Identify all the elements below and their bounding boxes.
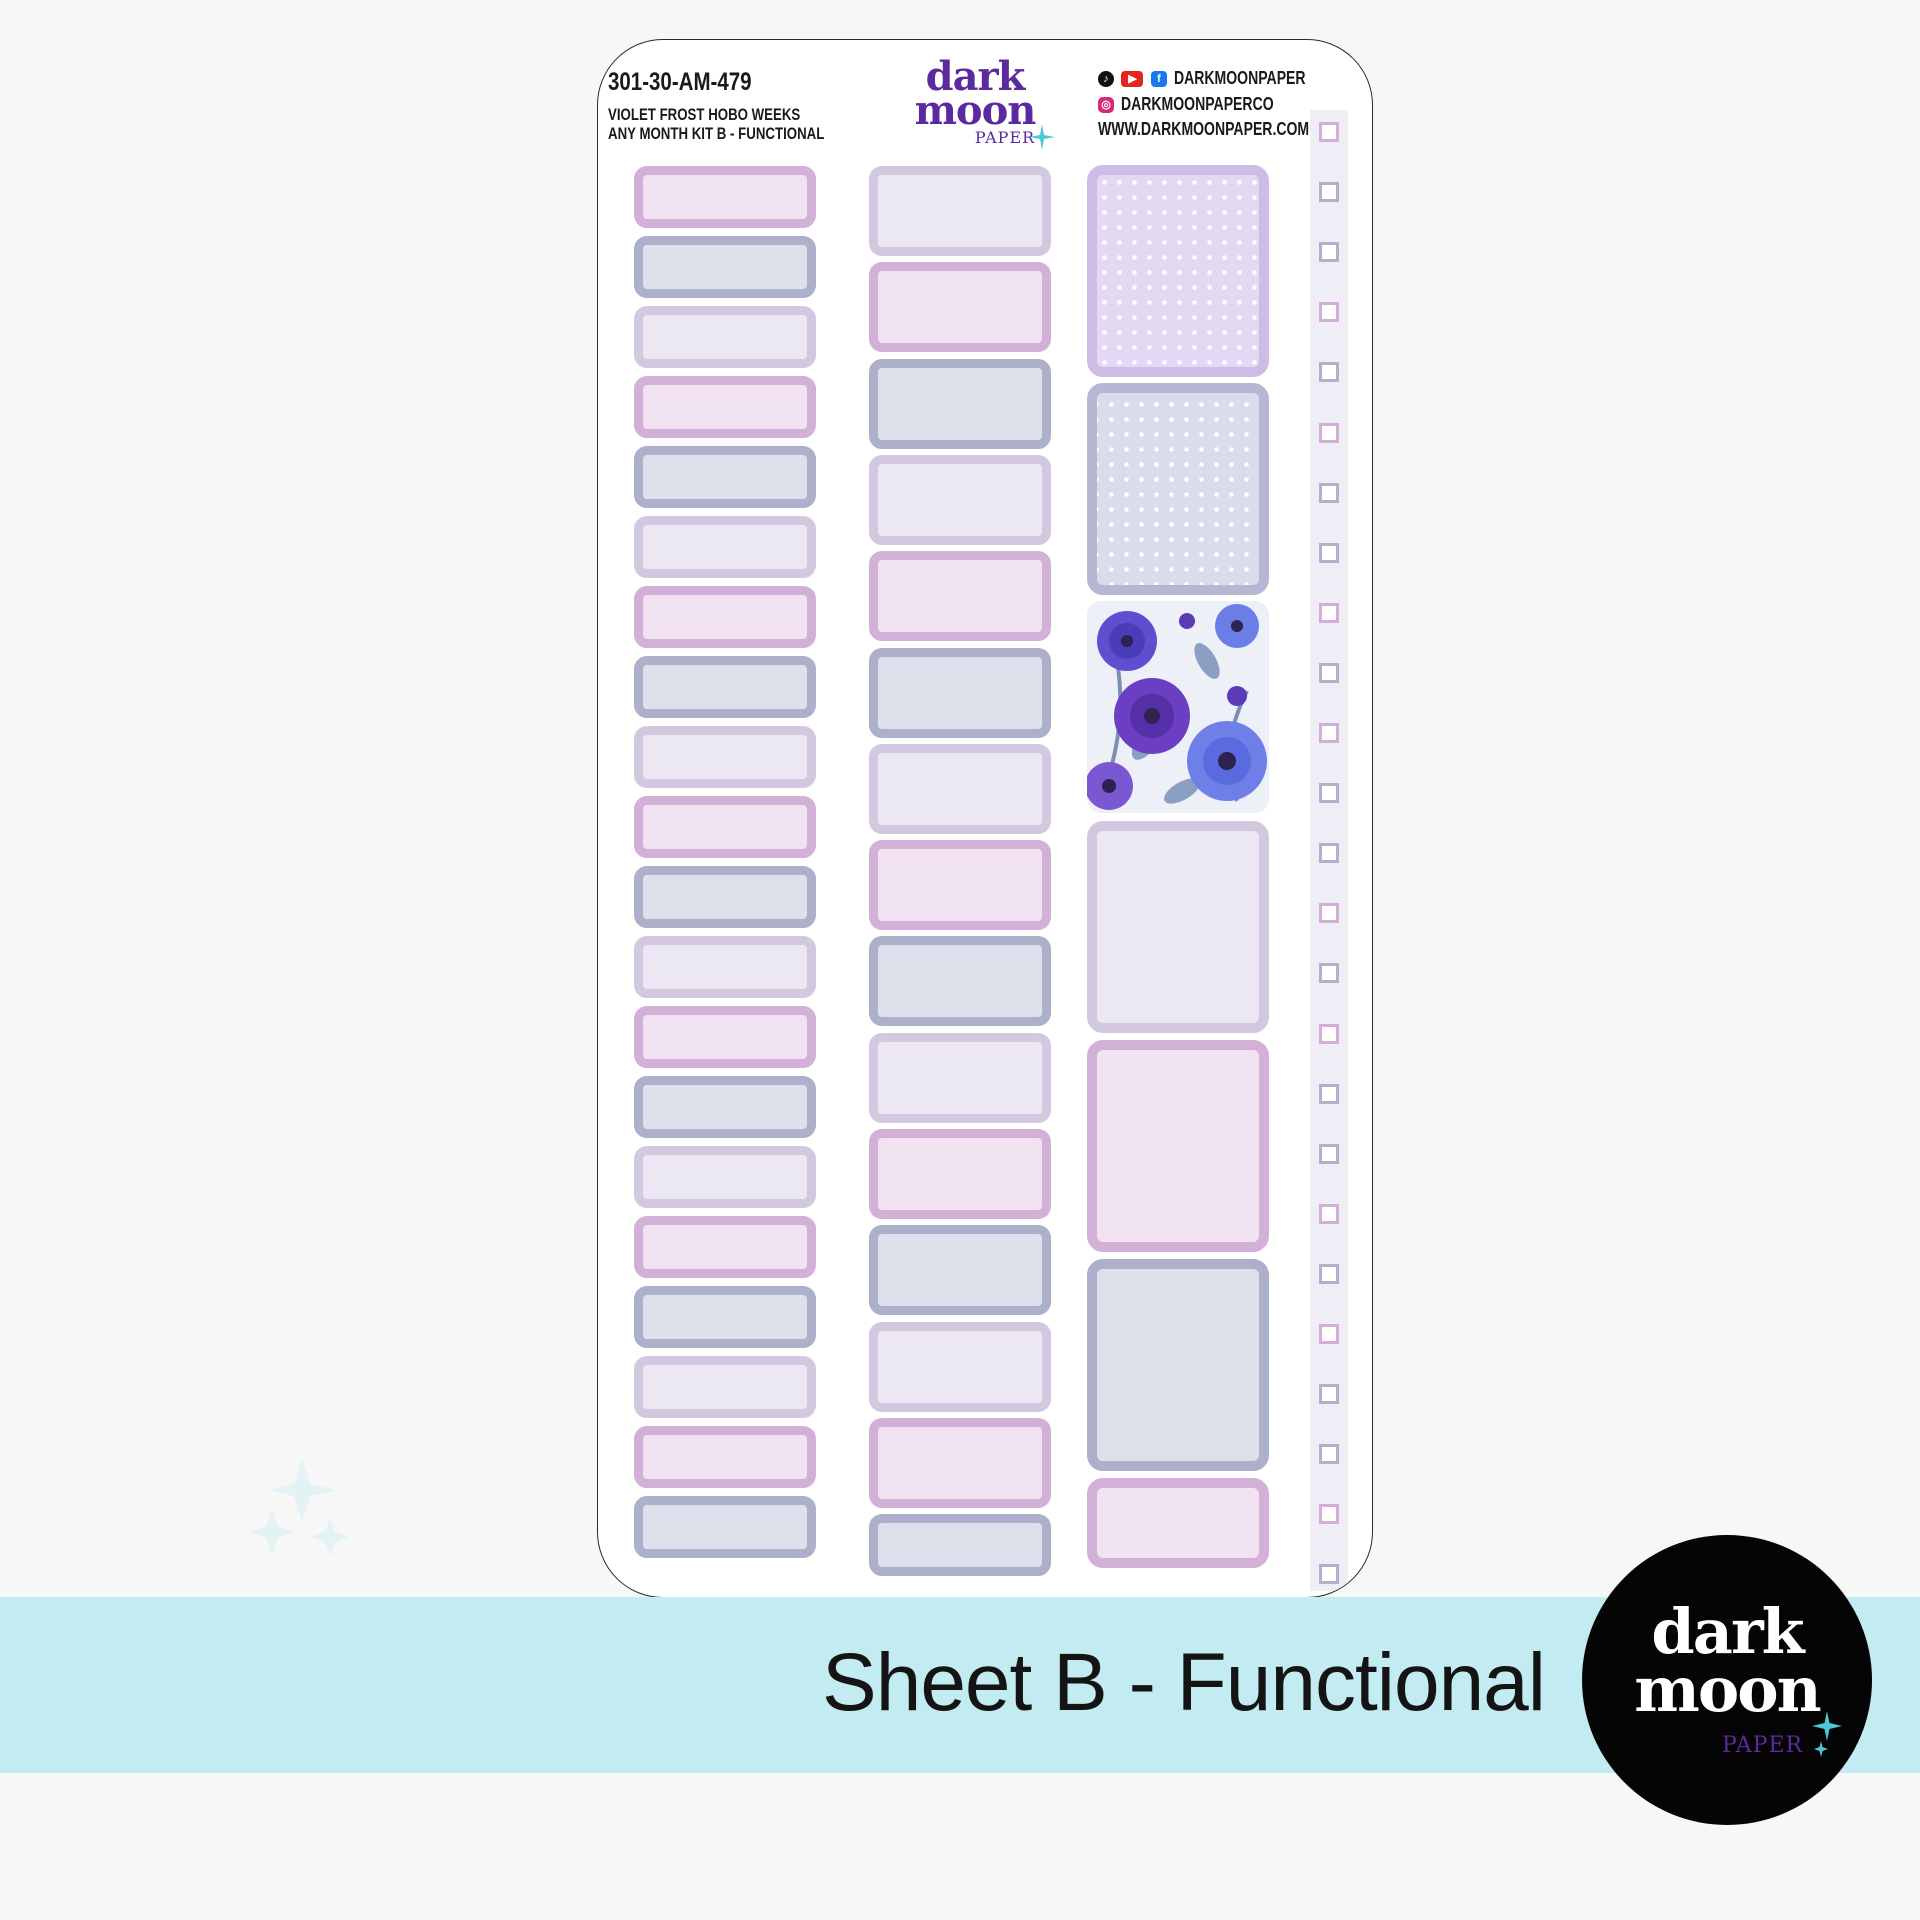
checkbox-icon	[1319, 1083, 1339, 1104]
social-handle: DARKMOONPAPER	[1174, 68, 1306, 88]
checkbox-icon	[1319, 1564, 1339, 1585]
checkbox-icon	[1319, 783, 1339, 804]
label-sticker	[869, 743, 1051, 834]
checkbox-icon	[1319, 302, 1339, 323]
checkbox-icon	[1319, 662, 1339, 683]
label-sticker	[869, 1129, 1051, 1219]
social-row-website: WWW.DARKMOONPAPER.COM	[1098, 119, 1369, 140]
checkbox-icon	[1319, 1143, 1339, 1164]
label-sticker	[634, 936, 816, 998]
sheet-title: VIOLET FROST HOBO WEEKS	[608, 105, 801, 124]
box-sticker	[1087, 1259, 1269, 1471]
checkbox-strip	[1310, 110, 1348, 1591]
sparkle-icon	[1812, 1711, 1842, 1757]
floral-sticker	[1087, 601, 1269, 813]
label-sticker	[634, 516, 816, 578]
sheet-name: Sheet B - Functional	[822, 1637, 1546, 1728]
checkbox-icon	[1319, 602, 1339, 623]
label-sticker	[634, 1496, 816, 1558]
label-sticker	[634, 1356, 816, 1418]
label-sticker	[869, 840, 1051, 931]
checkbox-icon	[1319, 1444, 1339, 1465]
flower-pattern	[1087, 601, 1269, 813]
checkbox-icon	[1319, 182, 1339, 203]
sparkle-icon	[1029, 124, 1055, 150]
label-sticker	[869, 1417, 1051, 1508]
checkbox-icon	[1319, 542, 1339, 563]
label-sticker	[634, 1216, 816, 1278]
label-sticker	[634, 1286, 816, 1348]
sheet-subtitle: ANY MONTH KIT B - FUNCTIONAL	[608, 124, 825, 143]
checkbox-icon	[1319, 482, 1339, 503]
label-sticker	[634, 166, 816, 228]
checkbox-icon	[1319, 1384, 1339, 1405]
checkbox-icon	[1319, 1203, 1339, 1224]
dotted-sticker	[1087, 383, 1269, 595]
box-sticker	[1087, 1040, 1269, 1252]
checkbox-icon	[1319, 843, 1339, 864]
label-sticker	[869, 1225, 1051, 1316]
label-sticker	[869, 262, 1051, 353]
instagram-handle: DARKMOONPAPERCO	[1121, 94, 1275, 114]
label-sticker	[634, 376, 816, 438]
badge-word-moon: moon	[1634, 1653, 1821, 1726]
label-sticker	[634, 306, 816, 368]
label-sticker	[634, 1006, 816, 1068]
sparkle-icon	[250, 1458, 349, 1556]
badge-word-dark: dark	[1651, 1595, 1804, 1668]
checkbox-icon	[1319, 903, 1339, 924]
logo-word-dark: dark	[925, 53, 1026, 100]
label-sticker	[869, 647, 1051, 738]
label-sticker	[634, 236, 816, 298]
label-sticker	[634, 866, 816, 928]
label-sticker	[634, 446, 816, 508]
instagram-icon: ◎	[1098, 96, 1114, 113]
label-sticker	[869, 358, 1051, 449]
label-sticker	[869, 1514, 1051, 1577]
facebook-icon: f	[1150, 70, 1167, 87]
checkbox-icon	[1319, 422, 1339, 443]
label-sticker	[634, 586, 816, 648]
label-sticker	[634, 726, 816, 788]
checkbox-icon	[1319, 122, 1339, 142]
social-row-handles: ♪ ▶ f DARKMOONPAPER	[1098, 68, 1343, 89]
dotted-sticker	[1087, 165, 1269, 377]
sheet-code: 301-30-AM-479	[608, 68, 752, 96]
badge-word-paper: PAPER	[1722, 1733, 1804, 1758]
label-sticker	[869, 1321, 1051, 1412]
label-sticker	[634, 656, 816, 718]
label-sticker	[869, 166, 1051, 256]
youtube-icon: ▶	[1121, 70, 1144, 87]
brand-logo: dark moon PAPER	[895, 53, 1055, 170]
label-sticker	[869, 551, 1051, 642]
sticker-sheet: 301-30-AM-479 VIOLET FROST HOBO WEEKS AN…	[597, 39, 1373, 1598]
checkbox-icon	[1319, 242, 1339, 263]
website-url: WWW.DARKMOONPAPER.COM	[1098, 119, 1310, 139]
label-sticker	[869, 936, 1051, 1027]
box-sticker	[1087, 821, 1269, 1033]
checkbox-icon	[1319, 963, 1339, 984]
checkbox-icon	[1319, 1324, 1339, 1344]
label-sticker	[869, 1032, 1051, 1123]
social-row-instagram: ◎ DARKMOONPAPERCO	[1098, 94, 1317, 115]
label-sticker	[634, 1076, 816, 1138]
box-sticker	[1087, 1478, 1269, 1568]
label-sticker	[634, 1146, 816, 1208]
checkbox-icon	[1319, 723, 1339, 743]
label-sticker	[869, 454, 1051, 545]
checkbox-icon	[1319, 1263, 1339, 1284]
checkbox-icon	[1319, 1504, 1339, 1525]
label-sticker	[634, 1426, 816, 1488]
checkbox-icon	[1319, 362, 1339, 383]
logo-word-moon: moon	[914, 87, 1037, 134]
tiktok-icon: ♪	[1098, 70, 1114, 87]
checkbox-icon	[1319, 1023, 1339, 1044]
label-sticker	[634, 796, 816, 858]
brand-badge: dark moon PAPER	[1582, 1535, 1872, 1825]
logo-word-paper: PAPER	[974, 128, 1036, 147]
